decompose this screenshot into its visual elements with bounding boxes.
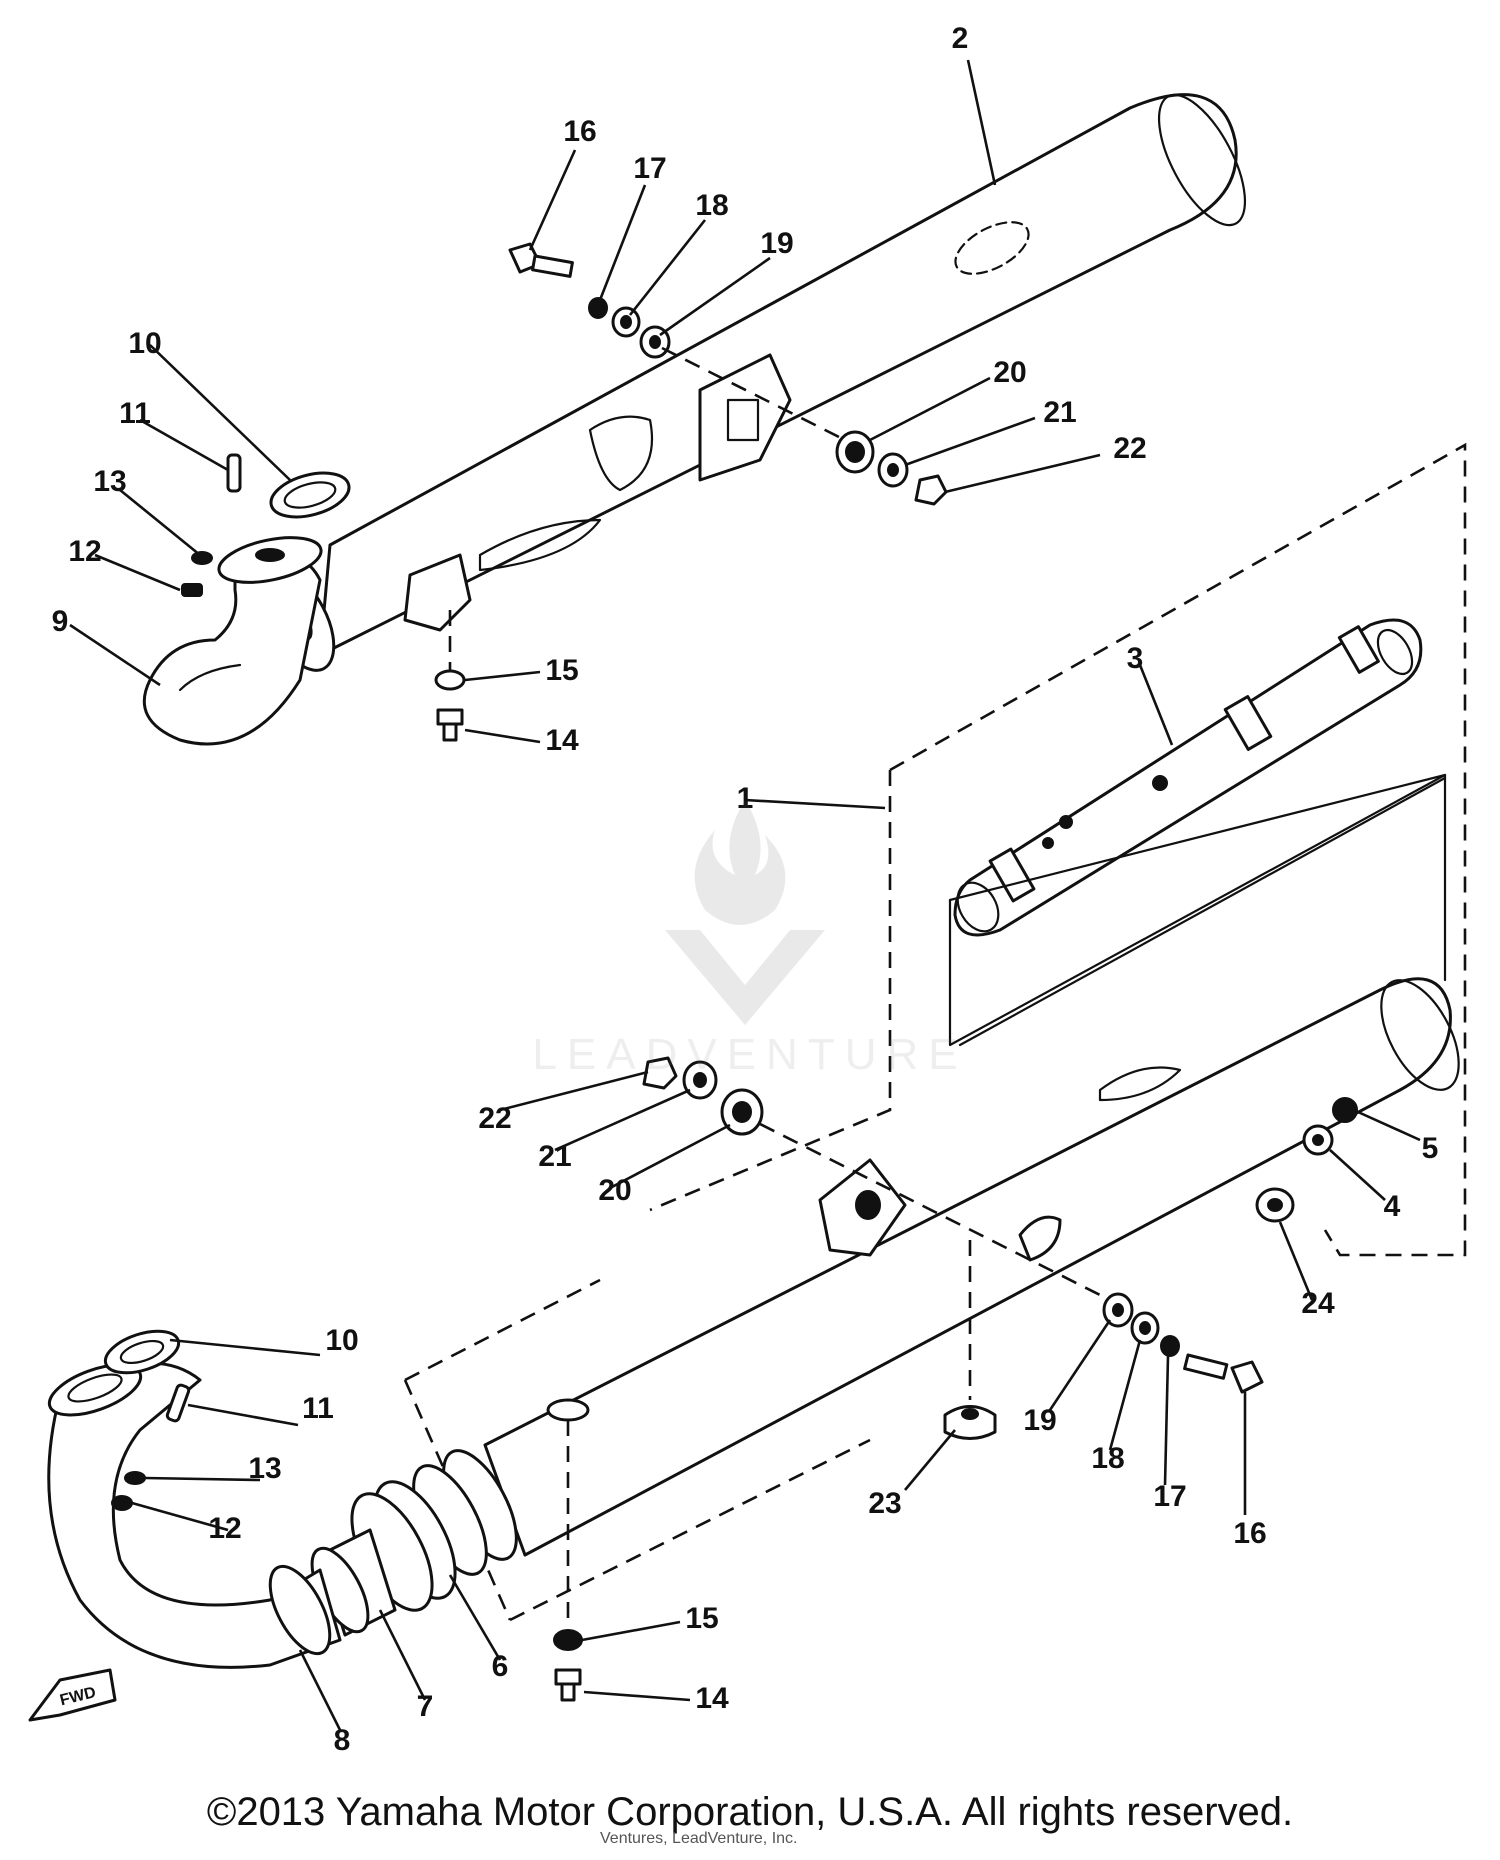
callout-14-upper: 14 <box>545 724 579 757</box>
callout-2: 2 <box>952 22 969 55</box>
flame-logo-icon <box>665 800 825 1025</box>
callout-4: 4 <box>1384 1190 1401 1223</box>
plug-23 <box>943 1405 997 1440</box>
lower-nut-stack <box>642 1056 764 1136</box>
callout-17-upper: 17 <box>633 152 666 185</box>
upper-muffler <box>260 93 1247 672</box>
leader-lines <box>69 59 1421 1731</box>
callout-22-lower: 22 <box>478 1102 511 1135</box>
callout-21-lower: 21 <box>538 1140 571 1173</box>
callout-16-upper: 16 <box>563 115 596 148</box>
copyright-notice: ©2013 Yamaha Motor Corporation, U.S.A. A… <box>206 1790 1294 1834</box>
front-direction-marker <box>28 1668 117 1722</box>
callout-8: 8 <box>334 1724 351 1757</box>
callout-18-lower: 18 <box>1091 1442 1124 1475</box>
callout-19-upper: 19 <box>760 227 793 260</box>
washer-15-lower <box>553 1629 583 1651</box>
callout-13-lower: 13 <box>248 1452 281 1485</box>
upper-bolt-stack <box>508 242 671 359</box>
callout-24: 24 <box>1301 1287 1335 1320</box>
callout-10-lower: 10 <box>325 1324 358 1357</box>
bolt-14-upper <box>436 708 464 742</box>
callout-labels: 2 16 17 18 19 20 21 22 10 11 13 12 9 15 … <box>52 22 1439 1757</box>
upper-nut-stack <box>835 430 948 506</box>
lower-bolt-stack <box>1102 1292 1264 1394</box>
callout-10-upper: 10 <box>128 327 161 360</box>
callout-19-lower: 19 <box>1023 1404 1056 1437</box>
inner-baffle-pipe <box>953 618 1423 937</box>
callout-16-lower: 16 <box>1233 1517 1266 1550</box>
upper-exhaust-pipe <box>142 536 323 746</box>
callout-11-lower: 11 <box>302 1392 334 1425</box>
callout-20-lower: 20 <box>598 1174 631 1207</box>
nut-5 <box>1332 1097 1358 1123</box>
lower-connector-collars <box>310 1449 518 1637</box>
exhaust-exploded-diagram: 2 16 17 18 19 20 21 22 10 11 13 12 9 15 … <box>28 22 1467 1757</box>
callout-1: 1 <box>737 782 754 815</box>
callout-15-lower: 15 <box>685 1602 718 1635</box>
callout-21-upper: 21 <box>1043 396 1076 429</box>
callout-22-upper: 22 <box>1113 432 1146 465</box>
copyright-subtext: Ventures, LeadVenture, Inc. <box>600 1830 798 1847</box>
lower-muffler <box>483 977 1460 1557</box>
callout-7: 7 <box>417 1690 434 1723</box>
lower-exhaust-pipe <box>47 1361 342 1669</box>
callout-6: 6 <box>492 1650 509 1683</box>
gasket-10-upper <box>269 471 351 519</box>
washer-13-upper <box>191 551 213 565</box>
callout-9: 9 <box>52 605 69 638</box>
nut-12-lower <box>111 1495 133 1511</box>
callout-17-lower: 17 <box>1153 1480 1186 1513</box>
callout-20-upper: 20 <box>993 356 1026 389</box>
callout-12-lower: 12 <box>208 1512 241 1545</box>
callout-5: 5 <box>1422 1132 1439 1165</box>
stud-11-lower <box>165 1383 191 1423</box>
callout-3: 3 <box>1127 642 1144 675</box>
stud-11-upper <box>226 453 242 493</box>
bolt-14-lower <box>554 1668 582 1702</box>
nut-12-upper <box>181 583 203 597</box>
callout-15-upper: 15 <box>545 654 578 687</box>
washer-15-upper <box>434 669 466 691</box>
callout-11-upper: 11 <box>119 397 151 430</box>
callout-23: 23 <box>868 1487 901 1520</box>
callout-12-upper: 12 <box>68 535 101 568</box>
watermark-text: LEADVENTURE <box>532 1030 968 1079</box>
washer-13-lower <box>124 1471 146 1485</box>
watermark: LEADVENTURE <box>490 780 1010 1079</box>
callout-14-lower: 14 <box>695 1682 729 1715</box>
callout-18-upper: 18 <box>695 189 728 222</box>
callout-13-upper: 13 <box>93 465 126 498</box>
